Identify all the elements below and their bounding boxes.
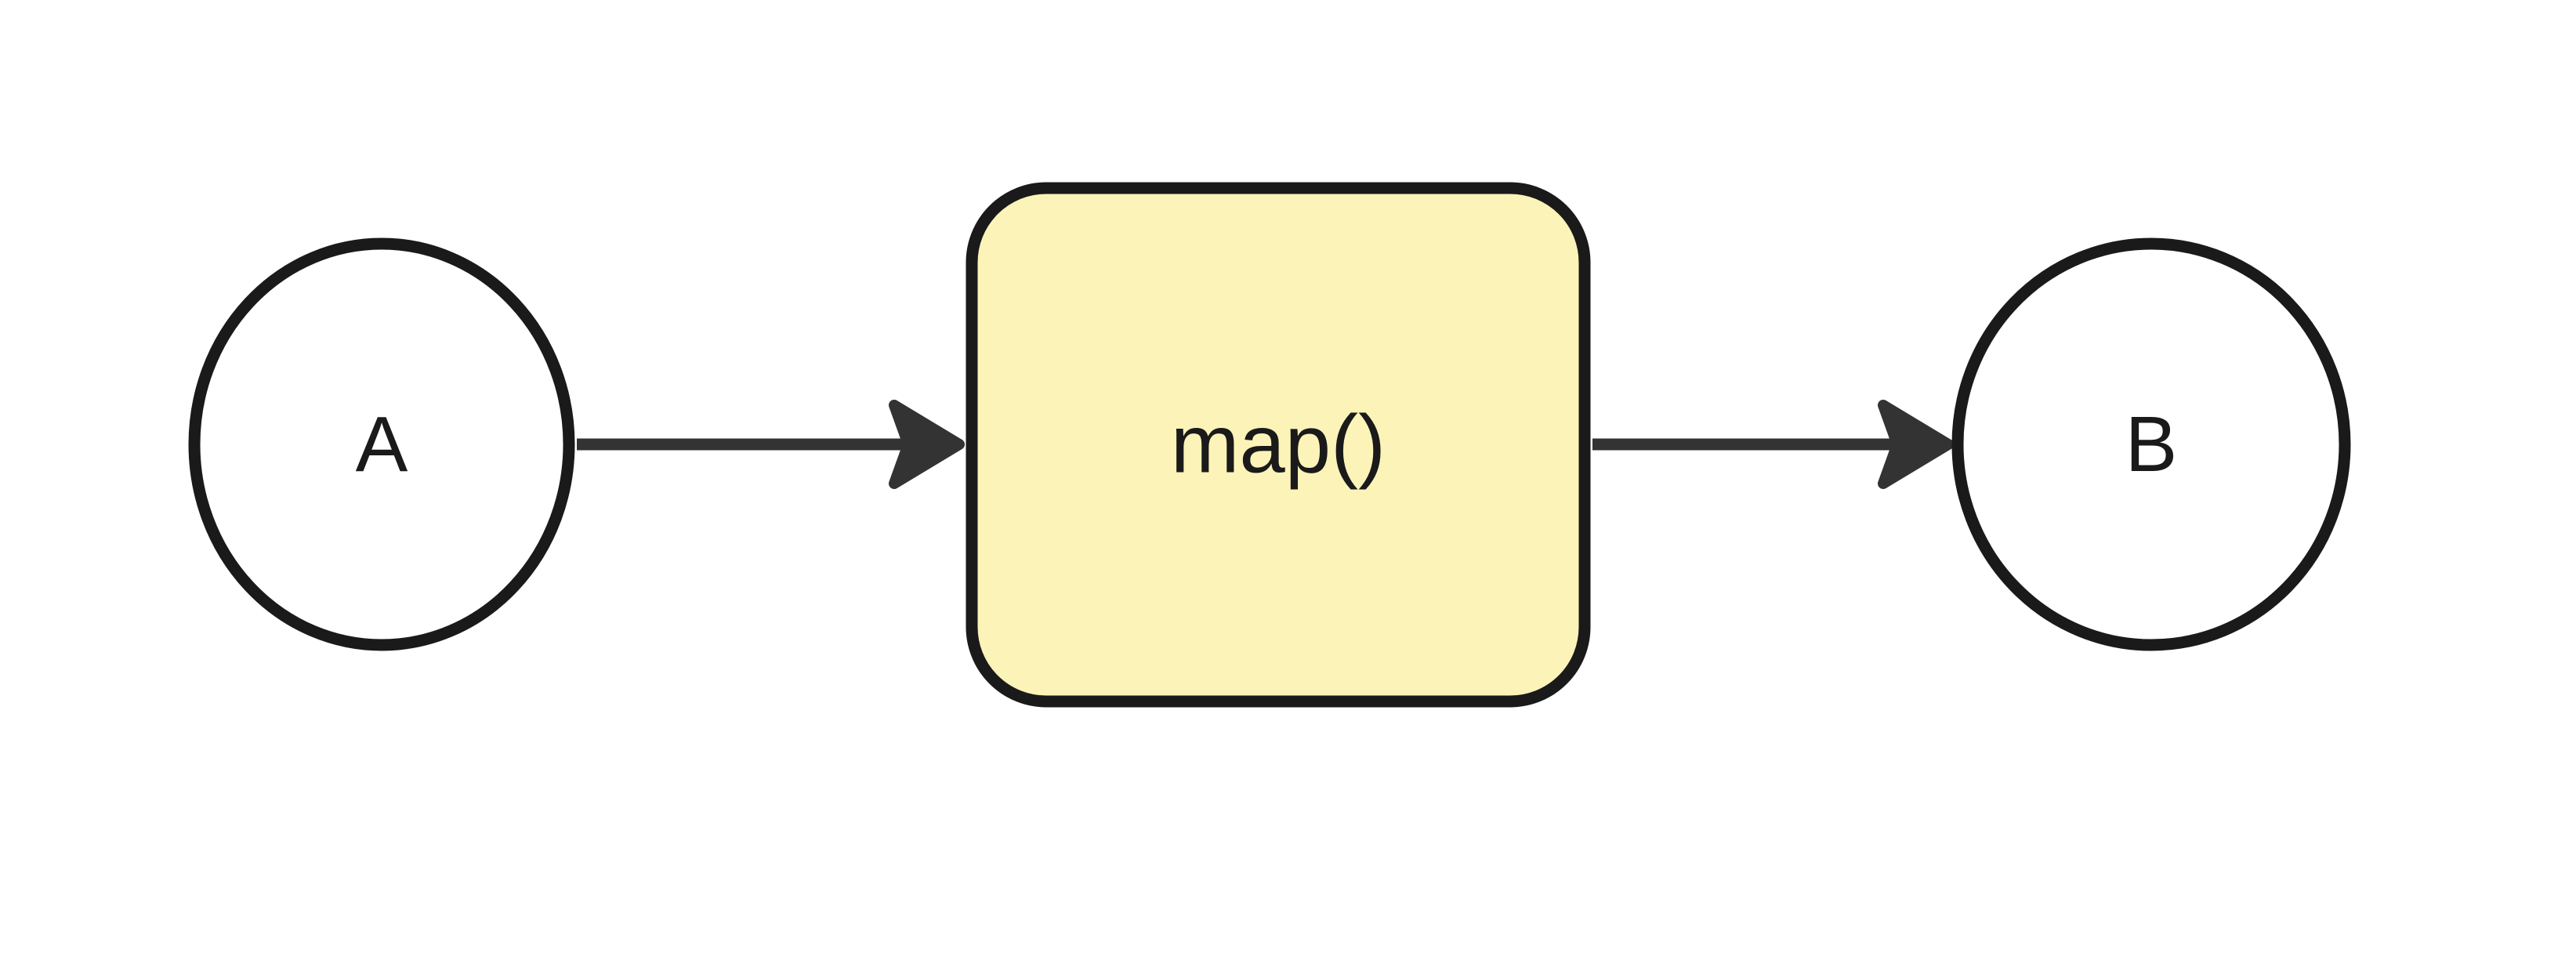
node-a: A [188, 237, 575, 651]
node-map-label: map() [1171, 399, 1386, 491]
node-a-label: A [356, 400, 408, 488]
node-map: map() [966, 182, 1591, 708]
edge-map-to-b [1592, 400, 1954, 489]
node-b-circle [1951, 237, 2351, 651]
arrowhead-right-icon [1878, 400, 1954, 489]
arrowhead-right-icon [889, 400, 965, 489]
node-a-circle [188, 237, 575, 651]
node-b: B [1951, 237, 2351, 651]
node-map-box [966, 182, 1591, 708]
edge-a-to-map [577, 400, 965, 489]
node-b-label: B [2125, 400, 2178, 488]
